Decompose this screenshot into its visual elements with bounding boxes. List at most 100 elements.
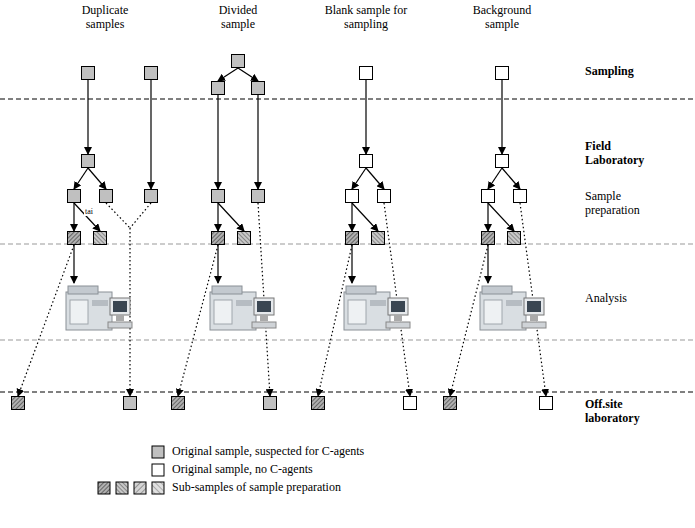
sample-square xyxy=(212,190,225,203)
sample-square xyxy=(514,190,527,203)
flow-arrow xyxy=(87,80,88,154)
instrument-top xyxy=(68,286,98,294)
flow-arrow xyxy=(257,95,258,189)
column-heading: Duplicate samples xyxy=(65,4,145,32)
flow-arrow xyxy=(218,203,244,231)
stage-label: Field Laboratory xyxy=(585,140,665,168)
note-label: tai xyxy=(84,207,94,216)
legend-text: Sub-samples of sample preparation xyxy=(172,481,341,495)
sample-square xyxy=(82,155,95,168)
stage-divider xyxy=(0,99,695,392)
sample-square xyxy=(444,397,457,410)
legend-swatch xyxy=(152,446,164,458)
analysis-instrument xyxy=(344,286,410,330)
monitor-screen xyxy=(391,301,405,312)
sample-square xyxy=(372,232,385,245)
legend-hatch-swatch xyxy=(152,482,164,494)
monitor xyxy=(524,298,544,315)
sample-square xyxy=(496,155,509,168)
sample-square xyxy=(124,397,137,410)
sample-square xyxy=(360,155,373,168)
flow-arrow xyxy=(352,203,378,231)
dotted-transfer-line xyxy=(106,203,130,228)
instrument-panel xyxy=(92,300,108,306)
sample-square xyxy=(540,397,553,410)
dotted-transfer-line xyxy=(384,203,410,396)
sample-square xyxy=(252,190,265,203)
monitor-screen xyxy=(257,301,271,312)
sample-square xyxy=(312,397,325,410)
sample-square xyxy=(346,232,359,245)
sample-square xyxy=(12,397,25,410)
stage-label: Off.site laboratory xyxy=(585,398,680,426)
keyboard xyxy=(522,322,546,328)
analysis-instrument xyxy=(480,286,546,330)
instrument-panel xyxy=(348,300,366,324)
column-heading: Blank sample for sampling xyxy=(311,4,421,32)
instrument-panel xyxy=(370,300,386,306)
flow-arrow xyxy=(73,245,74,283)
flow-arrow xyxy=(488,203,514,231)
analysis-instrument xyxy=(210,286,276,330)
monitor-stand xyxy=(394,315,402,321)
flow-arrow xyxy=(73,203,74,231)
sample-square xyxy=(68,190,81,203)
flow-arrow xyxy=(88,168,106,189)
flow-arrow xyxy=(351,245,352,283)
flow-arrow xyxy=(487,245,488,283)
flow-arrow xyxy=(218,68,238,81)
sample-square xyxy=(100,190,113,203)
sample-square xyxy=(496,67,509,80)
flow-arrow xyxy=(74,168,88,189)
legend-hatch-swatch xyxy=(98,482,110,494)
instrument-panel xyxy=(236,300,252,306)
flow-arrow xyxy=(502,168,520,189)
instrument-body xyxy=(66,292,112,330)
sample-square xyxy=(94,232,107,245)
flow-arrow xyxy=(217,95,218,189)
instrument-body xyxy=(210,292,256,330)
dotted-transfer-line xyxy=(520,203,546,396)
flow-arrow xyxy=(365,80,366,154)
sample-square xyxy=(212,232,225,245)
sample-square xyxy=(238,232,251,245)
keyboard xyxy=(108,322,132,328)
sample-square xyxy=(360,67,373,80)
instrument-panel xyxy=(214,300,232,324)
dotted-transfer-line xyxy=(130,203,151,228)
keyboard xyxy=(252,322,276,328)
sample-square xyxy=(346,190,359,203)
flow-arrow xyxy=(238,68,258,81)
flow-arrow xyxy=(366,168,384,189)
stage-label: Sampling xyxy=(585,65,685,79)
flow-arrow xyxy=(150,80,151,189)
monitor-stand xyxy=(260,315,268,321)
monitor xyxy=(110,298,130,315)
monitor xyxy=(388,298,408,315)
instrument-body xyxy=(480,292,526,330)
flow-arrow xyxy=(352,168,366,189)
sample-square xyxy=(172,397,185,410)
sample-square xyxy=(264,397,277,410)
analysis-instrument xyxy=(66,286,132,330)
column-heading: Divided sample xyxy=(203,4,273,32)
legend-hatch-swatch xyxy=(134,482,146,494)
flow-arrow xyxy=(74,203,100,231)
stage-label: Sample preparation xyxy=(585,190,675,218)
monitor xyxy=(254,298,274,315)
monitor-screen xyxy=(527,301,541,312)
flow-arrow xyxy=(217,203,218,231)
sample-square xyxy=(482,190,495,203)
legend-text: Original sample, no C-agents xyxy=(172,463,313,477)
instrument-top xyxy=(212,286,242,294)
flow-arrow xyxy=(488,168,502,189)
sample-square xyxy=(232,55,245,68)
column-heading: Background sample xyxy=(457,4,547,32)
flow-arrow xyxy=(351,203,352,231)
instrument-body xyxy=(344,292,390,330)
instrument-top xyxy=(346,286,376,294)
instrument-panel xyxy=(484,300,502,324)
legend-text: Original sample, suspected for C-agents xyxy=(172,445,364,459)
flow-arrow xyxy=(487,203,488,231)
keyboard xyxy=(386,322,410,328)
